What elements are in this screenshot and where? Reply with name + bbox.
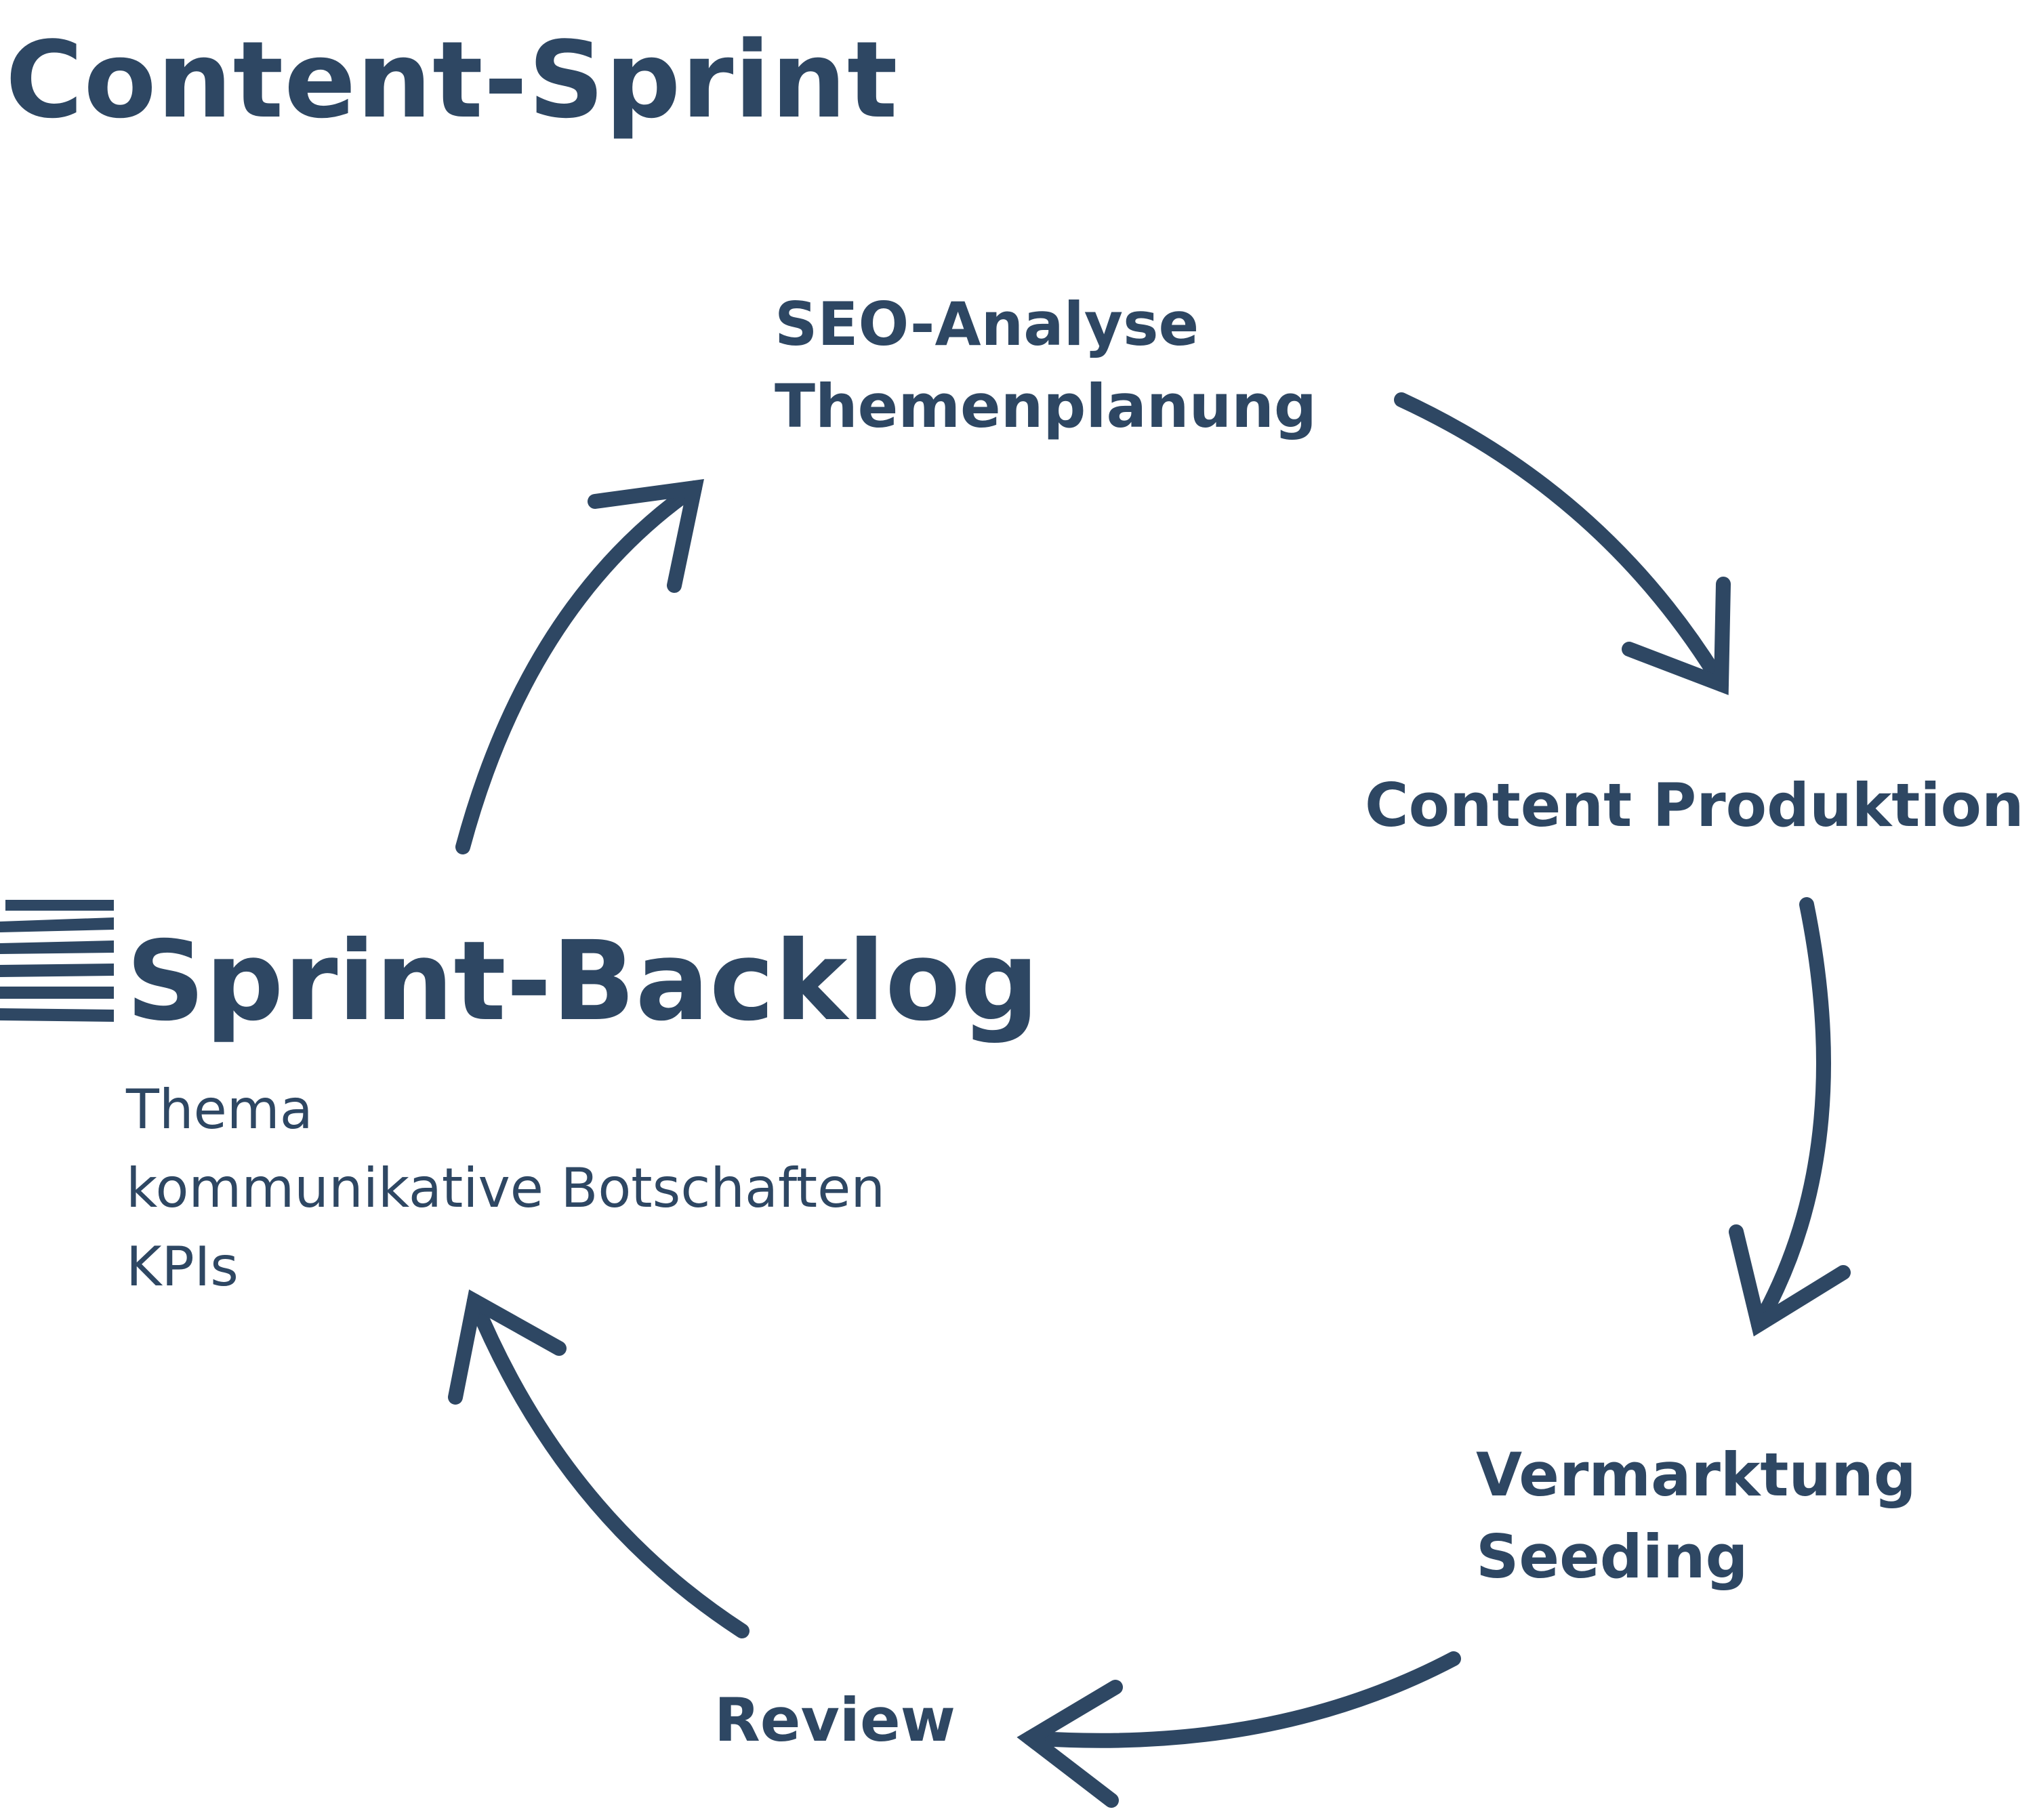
page-title: Content-Sprint [5, 18, 899, 142]
step-content-produktion: Content Produktion [1365, 764, 2024, 846]
arrow-review-to-backlog [448, 1289, 749, 1638]
step-label: Review [714, 1685, 956, 1755]
sprint-backlog-title: Sprint-Backlog [126, 918, 1040, 1046]
step-label: SEO-Analyse [775, 289, 1199, 359]
backlog-item: KPIs [126, 1235, 239, 1298]
backlog-item: kommunikative Botschaften [126, 1157, 886, 1220]
arrow-backlog-to-seo [455, 479, 704, 854]
arrow-seo-to-content [1394, 392, 1731, 695]
arrow-vermarktung-to-review [1016, 1651, 1461, 1808]
arrow-content-to-vermarktung [1729, 897, 1851, 1337]
step-seo-analyse: SEO-Analyse Themenplanung [775, 283, 1317, 448]
stacked-layers-icon [0, 900, 115, 1022]
backlog-item: Thema [126, 1078, 313, 1141]
step-vermarktung: Vermarktung Seeding [1476, 1434, 1916, 1598]
step-review: Review [714, 1679, 956, 1761]
step-label: Vermarktung [1476, 1440, 1916, 1510]
step-label: Seeding [1476, 1522, 1748, 1592]
step-label: Content Produktion [1365, 770, 2024, 840]
sprint-backlog-items: Thema kommunikative Botschaften KPIs [126, 1071, 885, 1306]
step-label: Themenplanung [775, 371, 1317, 442]
